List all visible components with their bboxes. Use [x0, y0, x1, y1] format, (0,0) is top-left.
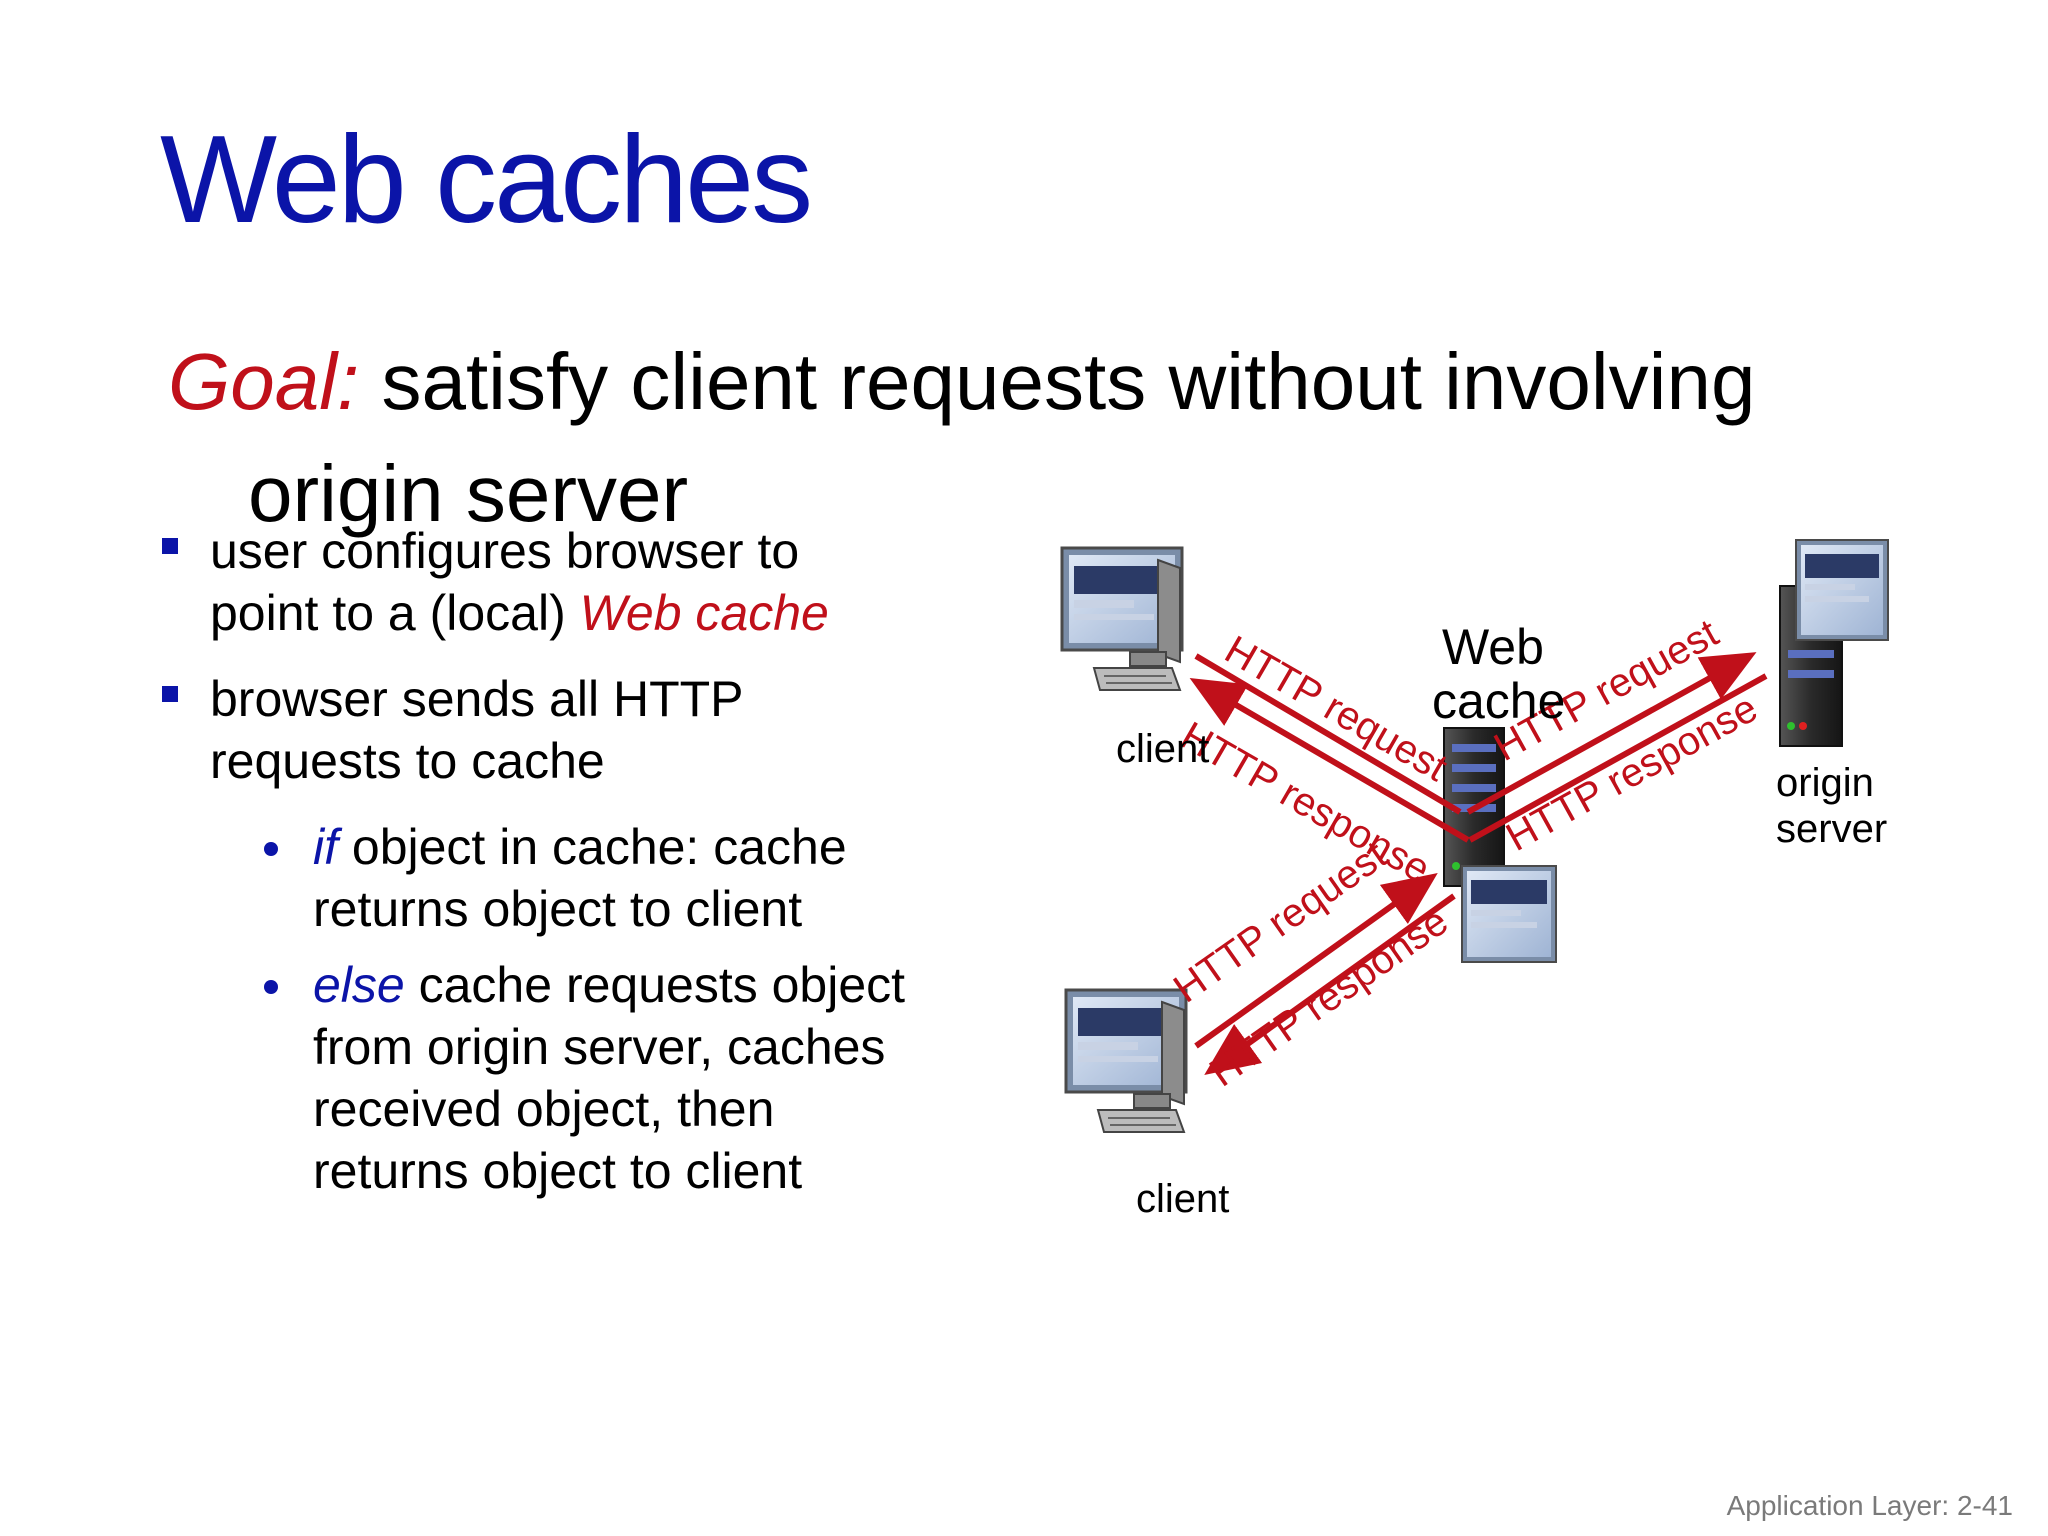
bullet-item: browser sends all HTTP requests to cache [160, 668, 1020, 792]
bullet-line: point to a (local) Web cache [210, 582, 1020, 644]
else-keyword: else [313, 957, 405, 1013]
sub-bullet-text: cache requests object [404, 957, 906, 1013]
client-label: client [1136, 1177, 1229, 1221]
response-arrow [1204, 893, 1456, 1075]
client-label: client [1116, 727, 1209, 771]
client-computer-icon [1060, 546, 1184, 691]
if-keyword: if [313, 819, 338, 875]
bullet-line: browser sends all HTTP [210, 671, 744, 727]
square-bullet-icon [162, 538, 178, 554]
bullet-list: user configures browser to point to a (l… [160, 520, 1020, 1216]
bullet-text: point to a (local) [210, 585, 580, 641]
slide-footer: Application Layer: 2-41 [1726, 1490, 2013, 1521]
bullet-line: requests to cache [210, 733, 605, 789]
sub-bullet-item: else cache requests object from origin s… [160, 954, 1020, 1202]
goal-statement: Goal: satisfy client requests without in… [168, 326, 1968, 550]
origin-server-icon [1779, 539, 1889, 747]
sub-bullet-line: received object, then [313, 1081, 775, 1137]
goal-text: satisfy client requests without involvin… [359, 337, 1756, 426]
goal-label: Goal: [168, 337, 360, 426]
sub-bullet-line: from origin server, caches [313, 1019, 886, 1075]
bullet-item: user configures browser to point to a (l… [160, 520, 1020, 644]
round-bullet-icon [264, 842, 278, 856]
bullet-line: user configures browser to [210, 523, 800, 579]
origin-server-label: server [1776, 807, 1887, 851]
response-arrow [1468, 673, 1768, 843]
sub-bullet-item: if object in cache: cache returns object… [160, 816, 1020, 940]
goal-continuation: origin server [248, 449, 689, 538]
web-cache-term: Web cache [579, 585, 829, 641]
sub-bullet-line: returns object to client [313, 1143, 803, 1199]
sub-bullet-line: if object in cache: cache [313, 816, 1020, 878]
web-cache-label: Web [1442, 619, 1544, 675]
response-arrow [1189, 677, 1470, 843]
web-cache-label: cache [1432, 673, 1565, 729]
sub-bullet-line: else cache requests object [313, 954, 1020, 1016]
sub-bullet-line: returns object to client [313, 881, 803, 937]
square-bullet-icon [162, 686, 178, 702]
client-computer-icon [1064, 988, 1188, 1133]
sub-bullet-text: object in cache: cache [338, 819, 847, 875]
origin-server-label: origin [1776, 761, 1874, 805]
request-arrow [1194, 873, 1438, 1049]
slide-title: Web caches [160, 111, 813, 249]
request-arrow [1466, 652, 1757, 815]
round-bullet-icon [264, 980, 278, 994]
